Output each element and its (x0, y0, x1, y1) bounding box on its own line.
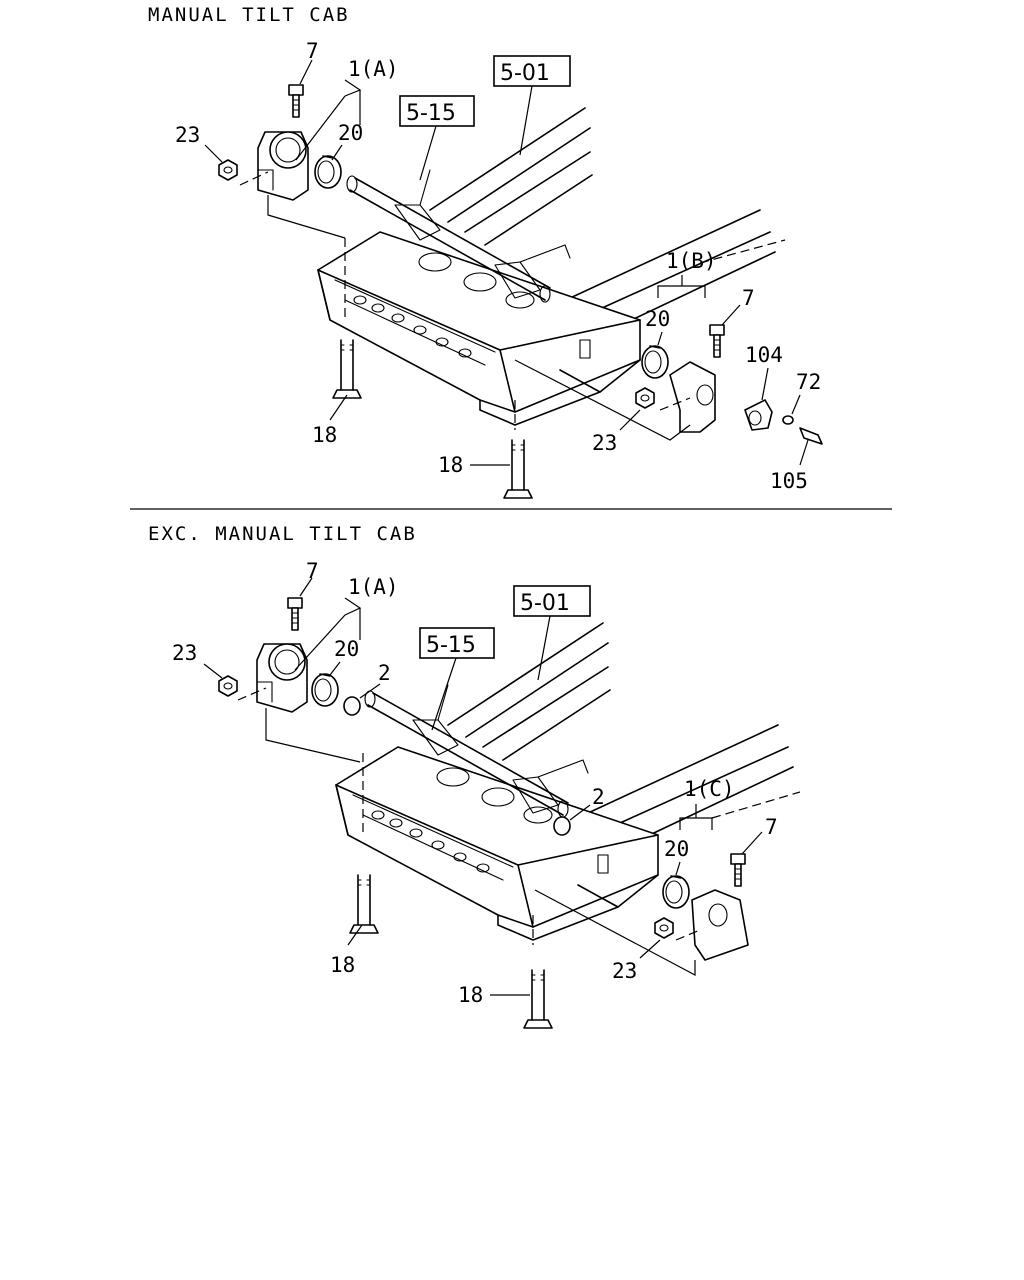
bracket-c (691, 889, 749, 961)
label-lock: 104 (745, 343, 783, 367)
section-exc-manual-tilt-cab: EXC. MANUAL TILT CAB 5-01 5-15 7 1(A) 23… (148, 523, 801, 1029)
reference-box-frame (513, 585, 591, 617)
bolt-c (730, 853, 746, 887)
label-bolt-b: 7 (742, 286, 755, 310)
bushing-b (641, 345, 669, 379)
collar-b (553, 816, 571, 836)
bracket-a (256, 643, 308, 713)
label-collar-a: 2 (378, 661, 391, 685)
bracket-b (669, 361, 716, 433)
section-title: EXC. MANUAL TILT CAB (148, 523, 417, 545)
label-nut-c: 23 (612, 959, 637, 983)
label-washer: 72 (796, 370, 821, 394)
u-bolt-left (332, 339, 362, 399)
u-bolt-left (349, 874, 379, 934)
bushing-a (311, 673, 339, 707)
label-bracket-a: 1(A) (348, 575, 399, 599)
label-nut-a: 23 (175, 123, 200, 147)
bushing-a (314, 155, 342, 189)
label-bushing-a: 20 (334, 637, 359, 661)
nut-b (635, 387, 655, 409)
reference-box-frame (493, 55, 571, 87)
lock-bolt (799, 427, 823, 445)
ref-axle-label: 5-15 (426, 633, 476, 658)
label-nut-b: 23 (592, 431, 617, 455)
label-u-bolt-right: 18 (458, 983, 483, 1007)
nut-a (218, 675, 238, 697)
ref-frame-label: 5-01 (520, 591, 570, 616)
nut-a (218, 159, 238, 181)
label-bolt-a: 7 (306, 39, 319, 63)
label-bracket-b: 1(B) (666, 249, 717, 273)
bolt-b (709, 324, 725, 358)
ref-frame-label: 5-01 (500, 61, 550, 86)
label-bushing-b: 20 (645, 307, 670, 331)
label-lock-bolt: 105 (770, 469, 808, 493)
nut-c (654, 917, 674, 939)
label-u-bolt-left: 18 (330, 953, 355, 977)
label-bushing-a: 20 (338, 121, 363, 145)
label-collar-b: 2 (592, 785, 605, 809)
reference-box-axle (399, 95, 475, 127)
reference-box-axle (419, 627, 495, 659)
section-manual-tilt-cab: MANUAL TILT CAB 5-01 5-15 7 1(A) 23 20 1… (148, 4, 823, 499)
bolt-a (287, 597, 303, 631)
label-bracket-c: 1(C) (684, 777, 735, 801)
bolt-a (288, 84, 304, 118)
bushing-c (662, 875, 690, 909)
u-bolt-right (503, 439, 533, 499)
label-bolt-c: 7 (765, 815, 778, 839)
label-bushing-c: 20 (664, 837, 689, 861)
label-bolt-a: 7 (306, 559, 319, 583)
washer (782, 415, 794, 425)
label-u-bolt-right: 18 (438, 453, 463, 477)
label-u-bolt-left: 18 (312, 423, 337, 447)
bracket-a (257, 131, 309, 201)
collar-a (343, 696, 361, 716)
label-nut-a: 23 (172, 641, 197, 665)
lock-assembly (744, 399, 773, 431)
section-title: MANUAL TILT CAB (148, 4, 350, 26)
ref-axle-label: 5-15 (406, 101, 456, 126)
label-bracket-a: 1(A) (348, 57, 399, 81)
u-bolt-right (523, 969, 553, 1029)
